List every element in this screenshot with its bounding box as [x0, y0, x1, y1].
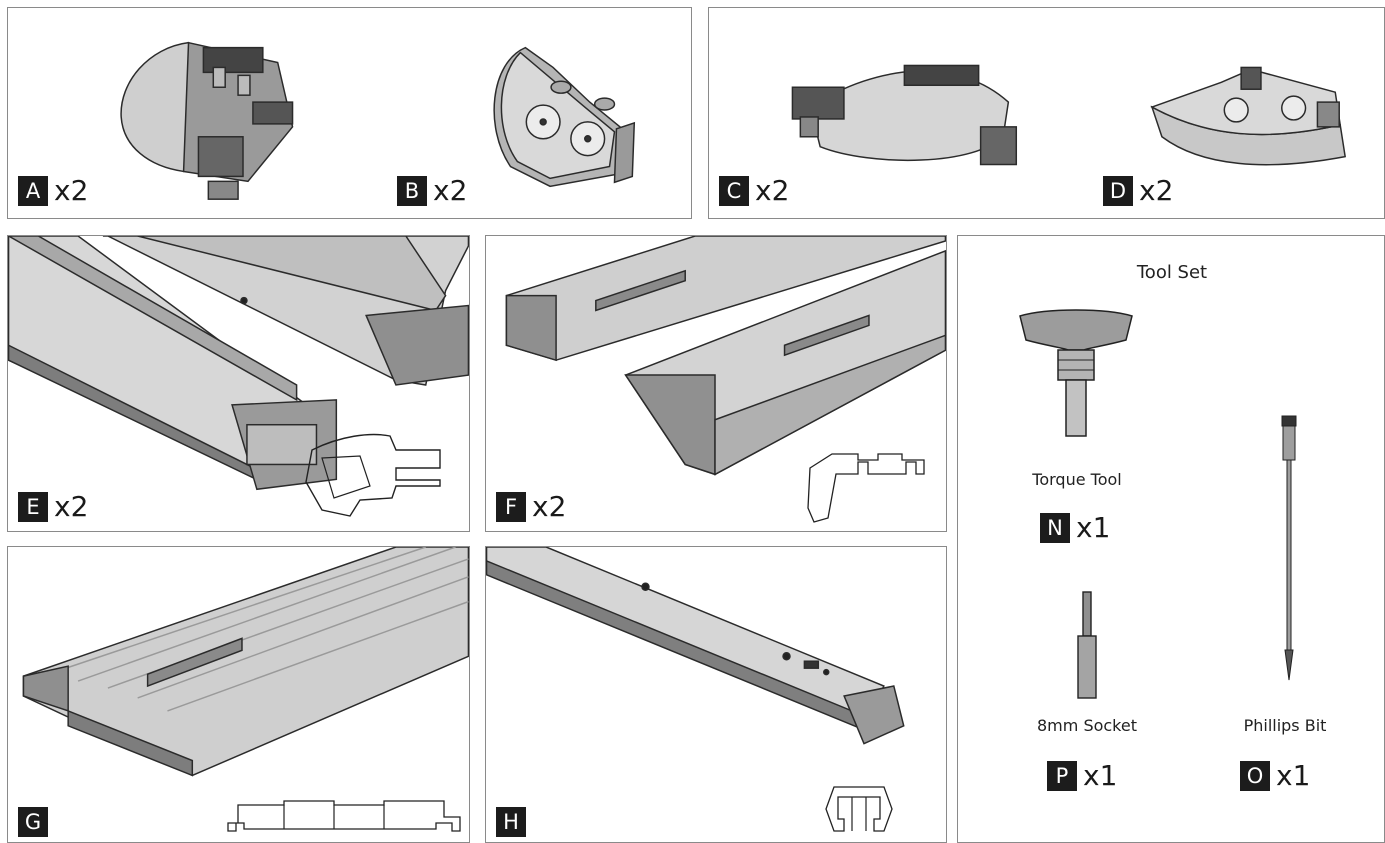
- part-letter-badge: F: [496, 492, 526, 522]
- part-letter-badge: E: [18, 492, 48, 522]
- part-h-profile-icon: [825, 786, 893, 832]
- part-h-label: H: [496, 807, 526, 837]
- tool-quantity: x1: [1276, 759, 1311, 792]
- phillips-bit-icon: [1281, 415, 1297, 681]
- phillips-bit-name: Phillips Bit: [1243, 716, 1327, 735]
- panel-part-e: E x2: [7, 235, 470, 532]
- panel-part-f: F x2: [485, 235, 947, 532]
- torque-tool-icon: [1019, 309, 1133, 437]
- part-f-profile-icon: [807, 453, 925, 523]
- part-a-label: A x2: [18, 176, 88, 206]
- part-quantity: x2: [433, 174, 468, 207]
- part-e-profile-icon: [305, 433, 441, 517]
- part-letter-badge: D: [1103, 176, 1133, 206]
- part-e-label: E x2: [18, 492, 88, 522]
- tool-letter-badge: O: [1240, 761, 1270, 791]
- part-c-illustration: [791, 64, 1018, 166]
- part-c-label: C x2: [719, 176, 789, 206]
- part-quantity: x2: [54, 490, 89, 523]
- part-d-illustration: [1150, 66, 1347, 166]
- part-letter-badge: B: [397, 176, 427, 206]
- panel-part-h: H: [485, 546, 947, 843]
- part-b-label: B x2: [397, 176, 467, 206]
- part-e-illustration: [8, 236, 469, 491]
- part-letter-badge: A: [18, 176, 48, 206]
- part-h-illustration: [486, 547, 905, 745]
- part-d-label: D x2: [1103, 176, 1173, 206]
- part-g-profile-icon: [227, 800, 461, 832]
- panel-parts-c-d: C x2 D x2: [708, 7, 1385, 219]
- tool-letter-badge: P: [1047, 761, 1077, 791]
- panel-parts-a-b: A x2 B x2: [7, 7, 692, 219]
- parts-c-d-illustration: [791, 64, 1347, 166]
- tool-letter-badge: N: [1040, 513, 1070, 543]
- panel-tool-set: Tool Set Torque Tool N x1 8mm Socket P x…: [957, 235, 1385, 843]
- part-g-illustration: [22, 547, 469, 777]
- tool-quantity: x1: [1076, 511, 1111, 544]
- part-quantity: x2: [755, 174, 790, 207]
- socket-label: P x1: [1047, 761, 1117, 791]
- tool-set-title: Tool Set: [1136, 262, 1208, 283]
- part-quantity: x2: [1139, 174, 1174, 207]
- part-f-label: F x2: [496, 492, 566, 522]
- part-quantity: x2: [54, 174, 89, 207]
- socket-icon: [1077, 591, 1097, 699]
- part-a-illustration: [120, 41, 294, 200]
- part-g-label: G: [18, 807, 48, 837]
- part-b-illustration: [493, 46, 636, 188]
- phillips-bit-label: O x1: [1240, 761, 1310, 791]
- tool-quantity: x1: [1083, 759, 1118, 792]
- part-f-illustration: [505, 236, 946, 476]
- torque-tool-name: Torque Tool: [1032, 470, 1122, 489]
- socket-name: 8mm Socket: [1037, 716, 1137, 735]
- part-letter-badge: C: [719, 176, 749, 206]
- parts-a-b-illustration: [120, 41, 636, 200]
- part-letter-badge: H: [496, 807, 526, 837]
- part-letter-badge: G: [18, 807, 48, 837]
- part-quantity: x2: [532, 490, 567, 523]
- panel-part-g: G: [7, 546, 470, 843]
- torque-tool-label: N x1: [1040, 513, 1110, 543]
